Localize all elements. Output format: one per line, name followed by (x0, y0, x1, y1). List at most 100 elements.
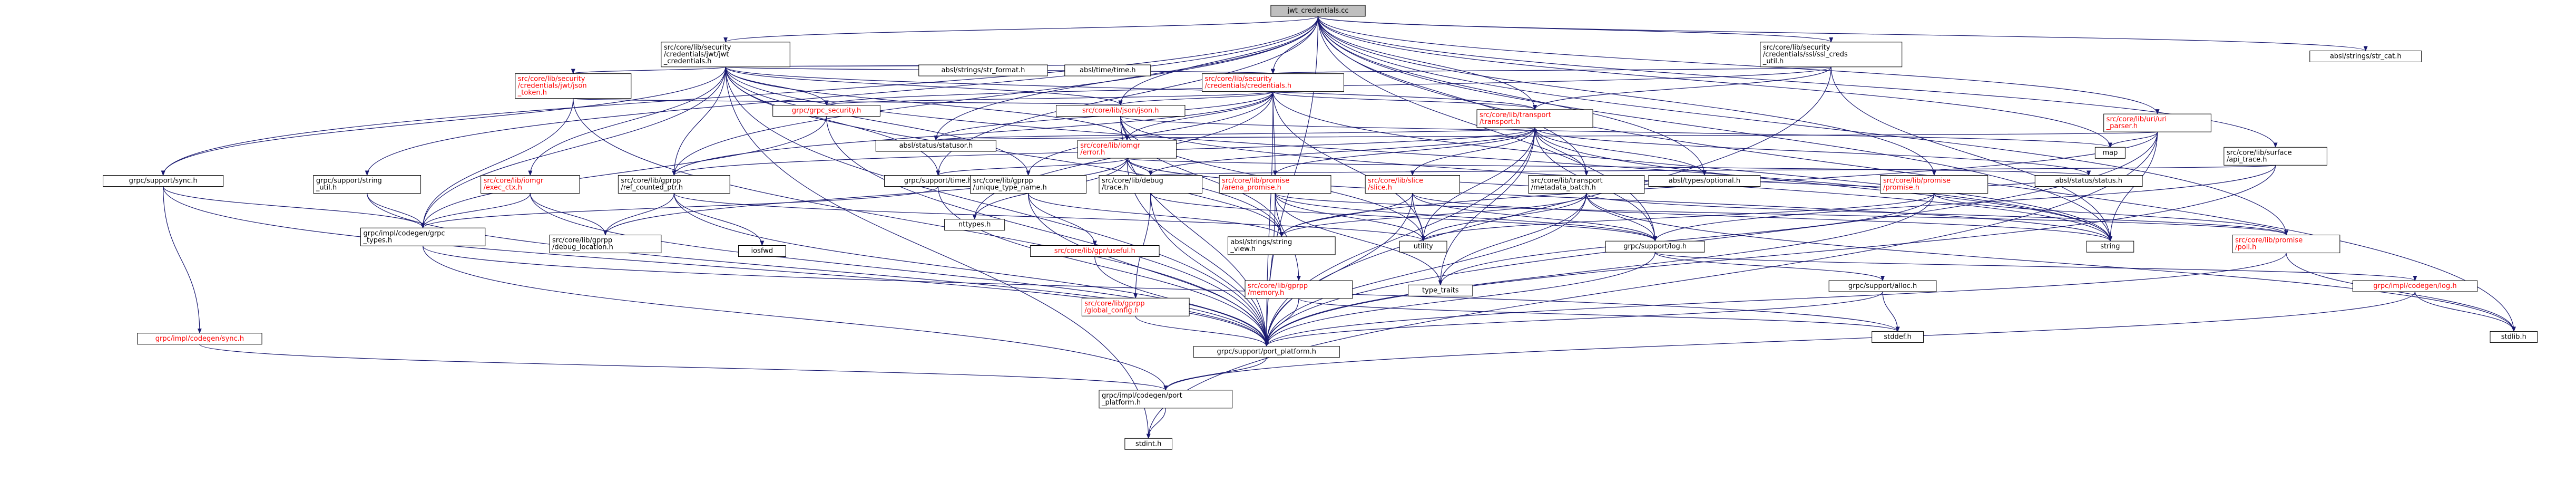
graph-node-alloc-h[interactable]: grpc/support/alloc.h (1828, 280, 1937, 292)
edge-credentials-h-to-iomgr-error (1124, 91, 1274, 141)
node-box (2490, 331, 2538, 343)
graph-node-ssl-creds-util[interactable]: src/core/lib/security/credentials/ssl/ss… (1760, 42, 1903, 68)
graph-node-debug-location[interactable]: src/core/lib/gprpp/debug_location.h (549, 235, 662, 254)
node-label-line: src/core/lib/gprpp (1084, 300, 1144, 307)
graph-node-codegen-grpc-types[interactable]: grpc/impl/codegen/grpc_types.h (360, 227, 486, 246)
edge-metadata-batch-to-poll-h (1586, 193, 2288, 236)
graph-node-json-token[interactable]: src/core/lib/security/credentials/jwt/js… (515, 73, 632, 99)
node-box (1365, 175, 1460, 194)
edge-iomgr-error-to-status-h (1127, 158, 2091, 176)
node-label-line: absl/strings/str_format.h (942, 66, 1025, 74)
graph-node-poll-h[interactable]: src/core/lib/promise/poll.h (2232, 235, 2340, 254)
edge-slice-h-to-string-view (1279, 193, 1413, 237)
edge-uri-parser-to-map (2108, 131, 2158, 148)
node-label-line: src/core/lib/gprpp (973, 177, 1033, 185)
node-box (549, 235, 662, 254)
edge-codegen-grpc-types-to-stddef (423, 246, 1900, 332)
edge-codegen-sync-to-codegen-port-platform (199, 344, 1168, 391)
edge-root-to-sync-h (161, 16, 1319, 176)
graph-node-utility: utility (1399, 240, 1447, 253)
node-label-line: stddef.h (1884, 333, 1911, 341)
node-label-line: stdint.h (1135, 440, 1161, 448)
edge-poll-h-to-port-platform (1264, 253, 2287, 347)
edge-ref-counted-ptr-to-debug-location (603, 193, 674, 236)
edge-arena-promise-to-poll-h (1275, 193, 2288, 236)
graph-node-unique-type-name[interactable]: src/core/lib/gprpp/unique_type_name.h (970, 175, 1087, 194)
node-box (137, 333, 262, 345)
edge-unique-type-name-to-string-view (1027, 193, 1284, 237)
node-box (661, 42, 790, 68)
edge-debug-trace-to-log-h (1150, 193, 1657, 242)
edge-json-token-to-codegen-grpc-types (420, 98, 574, 229)
edge-arena-promise-to-log-h (1275, 193, 1658, 242)
graph-node-ref-counted-ptr[interactable]: src/core/lib/gprpp/ref_counted_ptr.h (618, 175, 730, 194)
graph-node-global-config[interactable]: src/core/lib/gprpp/global_config.h (1081, 297, 1190, 316)
edge-metadata-batch-to-utility (1421, 193, 1587, 242)
node-box (313, 175, 422, 194)
node-label-line: grpc/support/sync.h (129, 177, 198, 185)
graph-node-sync-h[interactable]: grpc/support/sync.h (103, 175, 224, 187)
edge-jwt-credentials-h-to-json-token (571, 66, 726, 74)
node-label-line: /global_config.h (1084, 306, 1139, 314)
edge-slice-h-to-port-platform (1264, 193, 1413, 347)
graph-node-support-time[interactable]: grpc/support/time.h (884, 175, 992, 187)
graph-node-slice-h[interactable]: src/core/lib/slice/slice.h (1365, 175, 1460, 194)
edge-transport-h-to-arena-promise (1273, 127, 1535, 176)
node-label-line: _credentials.h (663, 57, 712, 65)
graph-node-transport-h[interactable]: src/core/lib/transport/transport.h (1476, 109, 1593, 128)
graph-node-codegen-port-platform[interactable]: grpc/impl/codegen/port_platform.h (1099, 390, 1233, 409)
graph-node-string-util[interactable]: grpc/support/string_util.h (313, 175, 422, 194)
edge-support-time-to-codegen-grpc-types (420, 186, 939, 229)
node-label-line: /transport.h (1480, 118, 1520, 126)
graph-node-uri-parser[interactable]: src/core/lib/uri/uri_parser.h (2103, 113, 2211, 132)
edge-api-trace-to-debug-trace (1149, 165, 2276, 176)
graph-node-promise-h[interactable]: src/core/lib/promise/promise.h (1880, 175, 1989, 194)
node-box (360, 227, 486, 246)
edge-jwt-credentials-h-to-codegen-grpc-types (420, 66, 726, 229)
edge-jwt-credentials-h-to-unique-type-name (725, 66, 1031, 176)
graph-node-credentials-h[interactable]: src/core/lib/security/credentials/creden… (1202, 73, 1344, 92)
node-box (1077, 140, 1177, 159)
graph-node-arena-promise[interactable]: src/core/lib/promise/arena_promise.h (1219, 175, 1331, 194)
edge-transport-h-to-debug-trace (1148, 127, 1535, 176)
nodes-layer: jwt_credentials.cc src/core/lib/security/… (103, 5, 2538, 450)
edge-root-to-json-h (1118, 16, 1319, 106)
graph-node-log-h[interactable]: grpc/support/log.h (1605, 240, 1705, 253)
graph-node-iomgr-error[interactable]: src/core/lib/iomgr/error.h (1077, 140, 1177, 159)
edge-slice-h-to-log-h (1412, 193, 1658, 242)
graph-node-root[interactable]: jwt_credentials.cc (1270, 5, 1366, 17)
graph-node-memory-h[interactable]: src/core/lib/gprpp/memory.h (1245, 280, 1353, 299)
edge-credentials-h-to-grpc-security (825, 91, 1274, 106)
graph-node-debug-trace[interactable]: src/core/lib/debug/trace.h (1099, 175, 1203, 194)
graph-node-exec-ctx[interactable]: src/core/lib/iomgr/exec_ctx.h (481, 175, 580, 194)
node-label-line: /promise.h (1883, 184, 1919, 192)
graph-node-time-h: absl/time/time.h (1064, 64, 1151, 76)
node-label-line: absl/types/optional.h (1669, 177, 1740, 185)
graph-node-grpc-security[interactable]: grpc/grpc_security.h (772, 105, 880, 117)
node-label-line: src/core/lib/gprpp (552, 237, 612, 245)
graph-node-port-platform[interactable]: grpc/support/port_platform.h (1193, 346, 1340, 358)
graph-node-json-h[interactable]: src/core/lib/json/json.h (1055, 105, 1186, 117)
node-box (1528, 175, 1645, 194)
node-label-line: /error.h (1080, 149, 1105, 157)
edge-metadata-batch-to-stdlib (1586, 193, 2516, 332)
graph-node-string-view[interactable]: absl/strings/string_view.h (1227, 236, 1336, 255)
edge-ssl-creds-util-to-transport-h (1533, 66, 1831, 110)
node-label-line: /memory.h (1248, 289, 1284, 297)
edge-slice-h-to-string (1412, 193, 2112, 242)
graph-node-codegen-sync[interactable]: grpc/impl/codegen/sync.h (137, 333, 262, 345)
edge-memory-h-to-stddef (1298, 298, 1900, 332)
graph-node-useful-h[interactable]: src/core/lib/gpr/useful.h (1030, 245, 1160, 257)
node-label-line: /arena_promise.h (1222, 184, 1281, 192)
node-box (1099, 175, 1203, 194)
node-label-line: /api_trace.h (2227, 156, 2267, 163)
node-label-line: src/core/lib/promise (1222, 177, 1289, 185)
graph-node-codegen-log[interactable]: grpc/impl/codegen/log.h (2352, 280, 2478, 292)
edge-root-to-jwt-credentials-h (723, 16, 1319, 43)
graph-node-jwt-credentials-h[interactable]: src/core/lib/security/credentials/jwt/jw… (661, 42, 790, 68)
graph-node-api-trace[interactable]: src/core/lib/surface/api_trace.h (2224, 147, 2327, 166)
node-label-line: absl/time/time.h (1080, 66, 1135, 74)
edge-promise-h-to-port-platform (1264, 193, 1935, 347)
node-label-line: _parser.h (2106, 122, 2138, 130)
graph-node-metadata-batch[interactable]: src/core/lib/transport/metadata_batch.h (1528, 175, 1645, 194)
